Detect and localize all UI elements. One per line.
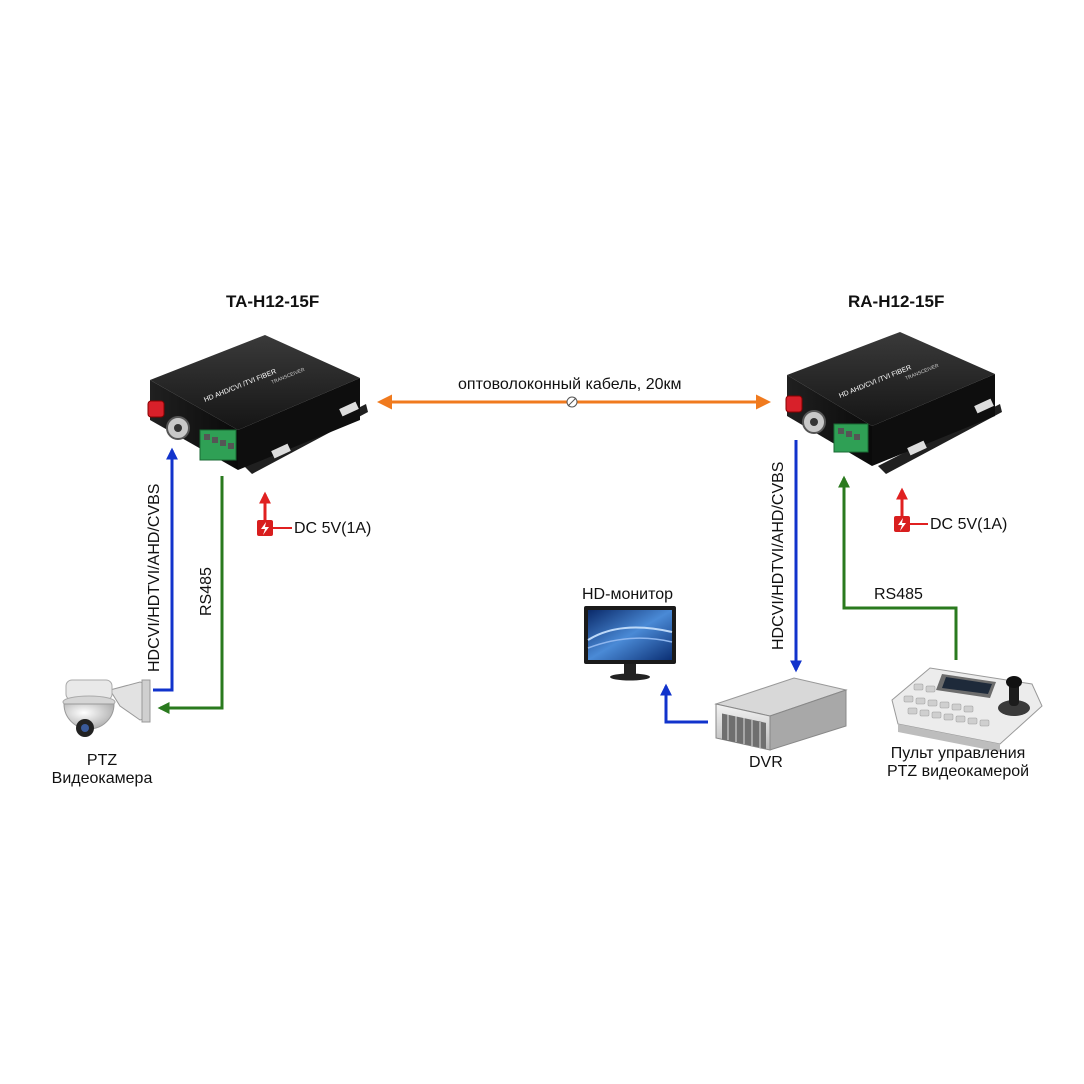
- power-label-right: DC 5V(1A): [930, 516, 1007, 534]
- power-prefix-left: DC: [294, 520, 318, 537]
- fiber-break-symbol: [566, 396, 578, 408]
- controller-label-line1: Пульт управления: [890, 745, 1026, 762]
- power-value-right: 5V(1A): [957, 516, 1008, 533]
- power-value-left: 5V(1A): [321, 520, 372, 537]
- video-label-right: HDCVI/HDTVI/AHD/CVBS: [770, 461, 787, 650]
- video-label-left: HDCVI/HDTVI/AHD/CVBS: [146, 483, 163, 672]
- receiver-fiber-port: [785, 395, 803, 413]
- transmitter-device: HD AHD/CVI /TVI FIBER TRANSCEIVER: [147, 335, 368, 474]
- power-label-left: DC 5V(1A): [294, 520, 371, 538]
- camera-label: PTZ Видеокамера: [42, 752, 162, 788]
- video-line-left: [153, 447, 178, 692]
- fiber-cable-label: оптоволоконный кабель, 20км: [458, 376, 682, 393]
- receiver-device: HD AHD/CVI /TVI FIBER TRANSCEIVER: [785, 332, 1002, 474]
- lightning-icon: [898, 518, 906, 531]
- monitor-label: HD-монитор: [582, 586, 674, 603]
- ptz-controller-icon: [891, 667, 1043, 752]
- rs485-line-right: [838, 475, 958, 660]
- receiver-model-title: RA-H12-15F: [848, 292, 945, 311]
- power-input-right: [894, 487, 928, 532]
- lightning-icon: [261, 522, 269, 535]
- video-line-monitor: [660, 683, 708, 724]
- transmitter-fiber-port: [147, 400, 165, 418]
- camera-label-line2: Видеокамера: [51, 770, 153, 787]
- hd-monitor-icon: [584, 606, 676, 681]
- power-prefix-right: DC: [930, 516, 954, 533]
- transmitter-model-title: TA-H12-15F: [226, 292, 320, 311]
- rs485-line-left: [157, 476, 224, 714]
- camera-label-line1: PTZ: [86, 752, 118, 769]
- rs485-label-left: RS485: [198, 567, 215, 616]
- receiver-terminal-block: [833, 423, 869, 453]
- dvr-label: DVR: [749, 754, 783, 771]
- controller-label-line2: PTZ видеокамерой: [886, 763, 1030, 780]
- rs485-label-right: RS485: [874, 586, 923, 603]
- controller-label: Пульт управления PTZ видеокамерой: [866, 745, 1050, 781]
- dvr-icon: [714, 677, 848, 751]
- power-input-left: [257, 491, 292, 536]
- ptz-camera-icon: [62, 679, 151, 737]
- transmitter-terminal-block: [199, 429, 237, 461]
